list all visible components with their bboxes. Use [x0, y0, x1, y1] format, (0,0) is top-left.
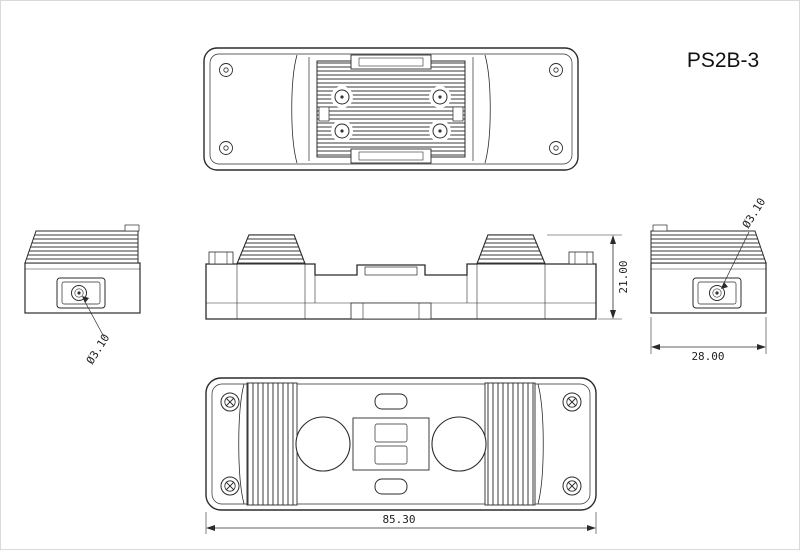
terminal-port [692, 277, 742, 309]
dim-height-label: 21.00 [617, 260, 630, 293]
bottom-ribs-right [484, 382, 536, 506]
corner-screw [562, 476, 582, 496]
dimension-height: 21.00 [547, 234, 630, 320]
right-side-view: Ø3.10 28.00 [650, 196, 769, 363]
corner-screw [220, 392, 240, 412]
dimension-length: 85.30 [205, 512, 597, 534]
bottom-view: 85.30 [205, 377, 597, 534]
leader-line [82, 297, 105, 338]
cable-gland-circle [295, 416, 351, 472]
wire-hole [429, 120, 451, 142]
terminal-port [56, 277, 106, 309]
center-latch-block [352, 417, 430, 471]
side-ribs [650, 230, 767, 264]
left-side-view: Ø3.10 [24, 224, 141, 367]
left-ribbed-hump [236, 234, 306, 265]
slot-bottom [374, 478, 408, 495]
corner-screw-hole [219, 63, 233, 77]
top-view [203, 47, 579, 171]
corner-screw-hole [549, 63, 563, 77]
center-ribbed-block [316, 60, 466, 158]
corner-screw [220, 476, 240, 496]
front-view [205, 234, 597, 320]
wire-hole [331, 86, 353, 108]
corner-screw-hole [219, 141, 233, 155]
dim-depth-label: 28.00 [691, 350, 724, 363]
hole-callout-right: Ø3.10 [740, 196, 769, 231]
cable-gland-circle [431, 416, 487, 472]
wire-hole [331, 120, 353, 142]
right-ribbed-hump [476, 234, 546, 265]
dimension-depth: 28.00 [650, 317, 767, 363]
side-ribs [24, 230, 139, 264]
corner-screw-hole [549, 141, 563, 155]
leader-line [721, 231, 750, 288]
part-number-label: PS2B-3 [687, 49, 759, 72]
wire-hole [429, 86, 451, 108]
hole-callout-left: Ø3.10 [84, 332, 113, 367]
corner-screw [562, 392, 582, 412]
slot-top [374, 393, 408, 410]
dim-length-label: 85.30 [382, 513, 415, 526]
bottom-ribs-left [246, 382, 298, 506]
